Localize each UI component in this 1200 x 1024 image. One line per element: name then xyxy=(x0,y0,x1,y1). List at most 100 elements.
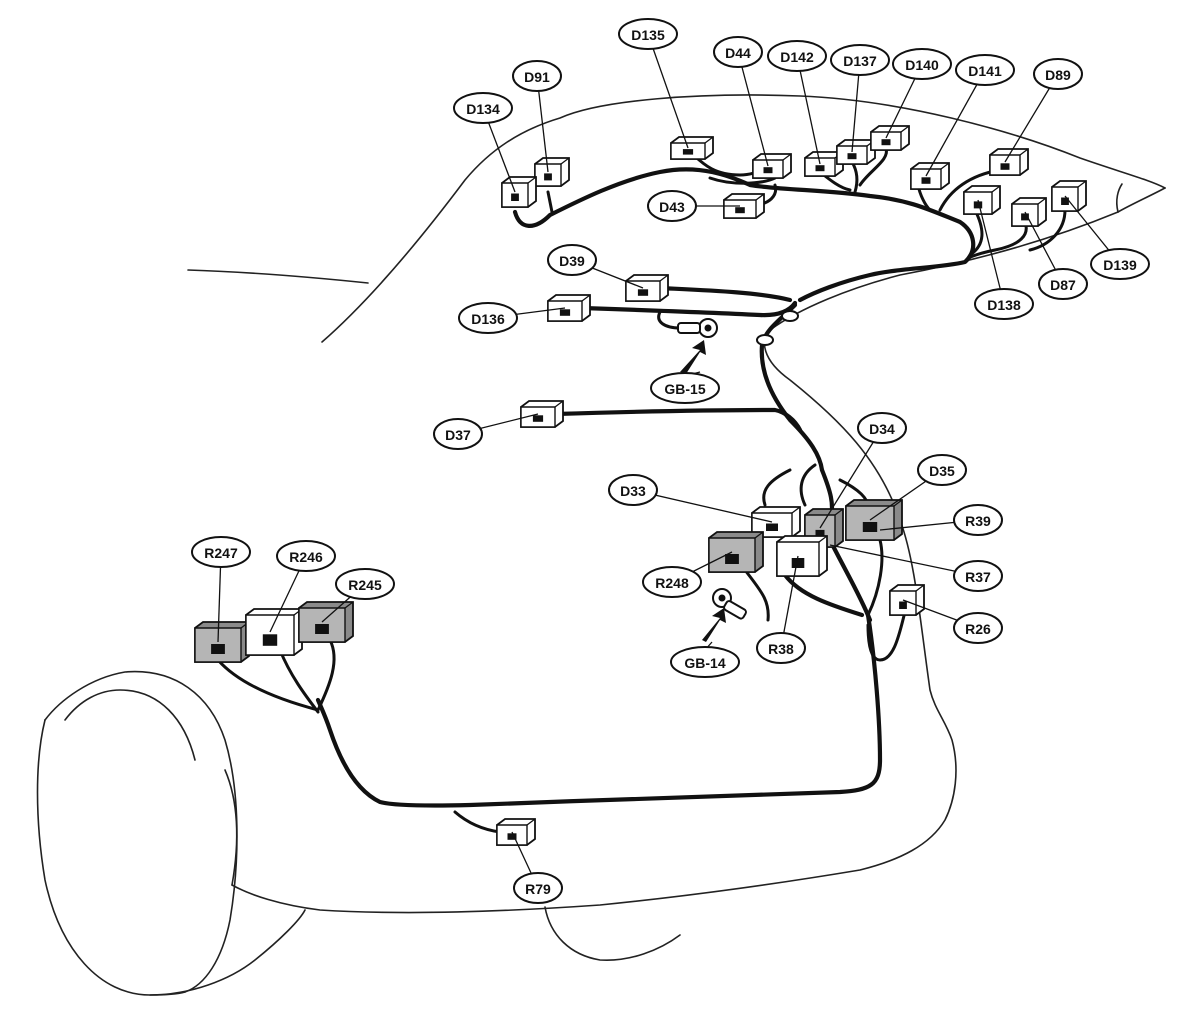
label-text: D33 xyxy=(620,483,646,499)
leader-d142 xyxy=(796,55,821,165)
rear-wheel xyxy=(36,670,681,996)
label-d91: D91 xyxy=(512,60,562,92)
connector-d35 xyxy=(845,499,903,541)
label-text: D89 xyxy=(1045,67,1071,83)
label-text: D138 xyxy=(987,297,1021,313)
ground-arrow-icon xyxy=(702,608,726,642)
label-text: D137 xyxy=(843,53,877,69)
label-text: R248 xyxy=(655,575,689,591)
label-r246: R246 xyxy=(276,540,336,572)
connector-d136 xyxy=(547,294,591,322)
label-text: GB-14 xyxy=(684,655,725,671)
leader-d91 xyxy=(536,75,549,173)
label-text: D140 xyxy=(905,57,939,73)
label-d35: D35 xyxy=(917,454,967,486)
label-text: D135 xyxy=(631,27,665,43)
leader-d138 xyxy=(977,199,1005,305)
label-text: D34 xyxy=(869,421,895,437)
leader-d34 xyxy=(819,427,883,529)
label-d140: D140 xyxy=(892,48,952,80)
label-r248: R248 xyxy=(642,566,702,598)
connector-d37 xyxy=(520,400,564,428)
label-r39: R39 xyxy=(953,504,1003,536)
leader-d141 xyxy=(925,69,986,177)
connector-d87 xyxy=(1011,197,1047,227)
label-d136: D136 xyxy=(458,302,518,334)
label-text: D37 xyxy=(445,427,471,443)
label-text: R246 xyxy=(289,549,323,565)
connector-d39 xyxy=(625,274,669,302)
grommets xyxy=(756,310,799,346)
label-r37: R37 xyxy=(953,560,1003,592)
label-text: D35 xyxy=(929,463,955,479)
leader-r37 xyxy=(829,544,979,577)
ground-gb14 xyxy=(702,588,747,642)
label-text: D139 xyxy=(1103,257,1137,273)
connector-d91 xyxy=(534,157,570,187)
label-text: R38 xyxy=(768,641,794,657)
label-text: R26 xyxy=(965,621,991,637)
label-text: D44 xyxy=(725,45,751,61)
label-text: R247 xyxy=(204,545,238,561)
label-text: D43 xyxy=(659,199,685,215)
connector-d43 xyxy=(723,193,765,219)
ground-gb15 xyxy=(677,318,718,374)
label-text: GB-15 xyxy=(664,381,705,397)
label-r245: R245 xyxy=(335,568,395,600)
label-text: D134 xyxy=(466,101,500,117)
label-d139: D139 xyxy=(1090,248,1150,280)
label-d142: D142 xyxy=(767,40,827,72)
label-d141: D141 xyxy=(955,54,1015,86)
label-text: D87 xyxy=(1050,277,1076,293)
label-text: R79 xyxy=(525,881,551,897)
vehicle-body-outline xyxy=(187,94,1166,914)
connector-d33 xyxy=(751,506,801,538)
ground-points xyxy=(677,310,799,642)
connector-r26 xyxy=(889,584,925,616)
label-d33: D33 xyxy=(608,474,658,506)
connector-r247 xyxy=(194,621,250,663)
ground-arrow-icon xyxy=(680,340,706,374)
connector-r248 xyxy=(708,531,764,573)
leader-layer xyxy=(217,33,1121,889)
connector-layer xyxy=(194,125,1087,846)
connector-d44 xyxy=(752,153,792,179)
label-gb-14: GB-14 xyxy=(670,646,740,678)
label-d87: D87 xyxy=(1038,268,1088,300)
label-text: D141 xyxy=(968,63,1002,79)
connector-d141 xyxy=(910,162,950,190)
label-r247: R247 xyxy=(191,536,251,568)
connector-d139 xyxy=(1051,180,1087,212)
label-text: D136 xyxy=(471,311,505,327)
label-d89: D89 xyxy=(1033,58,1083,90)
label-d34: D34 xyxy=(857,412,907,444)
connector-d142 xyxy=(804,151,844,177)
label-gb-15: GB-15 xyxy=(650,372,720,404)
connector-d138 xyxy=(963,185,1001,215)
label-d137: D137 xyxy=(830,44,890,76)
label-text: D142 xyxy=(780,49,814,65)
label-text: D91 xyxy=(524,69,550,85)
label-text: R39 xyxy=(965,513,991,529)
connector-r79 xyxy=(496,818,536,846)
connector-r38 xyxy=(776,535,828,577)
label-d135: D135 xyxy=(618,18,678,50)
label-r79: R79 xyxy=(513,872,563,904)
label-text: R245 xyxy=(348,577,382,593)
label-text: R37 xyxy=(965,569,991,585)
label-text: D39 xyxy=(559,253,585,269)
connector-d135 xyxy=(670,136,714,160)
leader-d135 xyxy=(647,33,689,149)
label-r26: R26 xyxy=(953,612,1003,644)
connector-r246 xyxy=(245,608,303,656)
connector-d140 xyxy=(870,125,910,151)
connector-d134 xyxy=(501,176,537,208)
label-d39: D39 xyxy=(547,244,597,276)
connector-d89 xyxy=(989,148,1029,176)
label-r38: R38 xyxy=(756,632,806,664)
connector-d137 xyxy=(836,139,876,165)
leader-d44 xyxy=(737,51,769,167)
